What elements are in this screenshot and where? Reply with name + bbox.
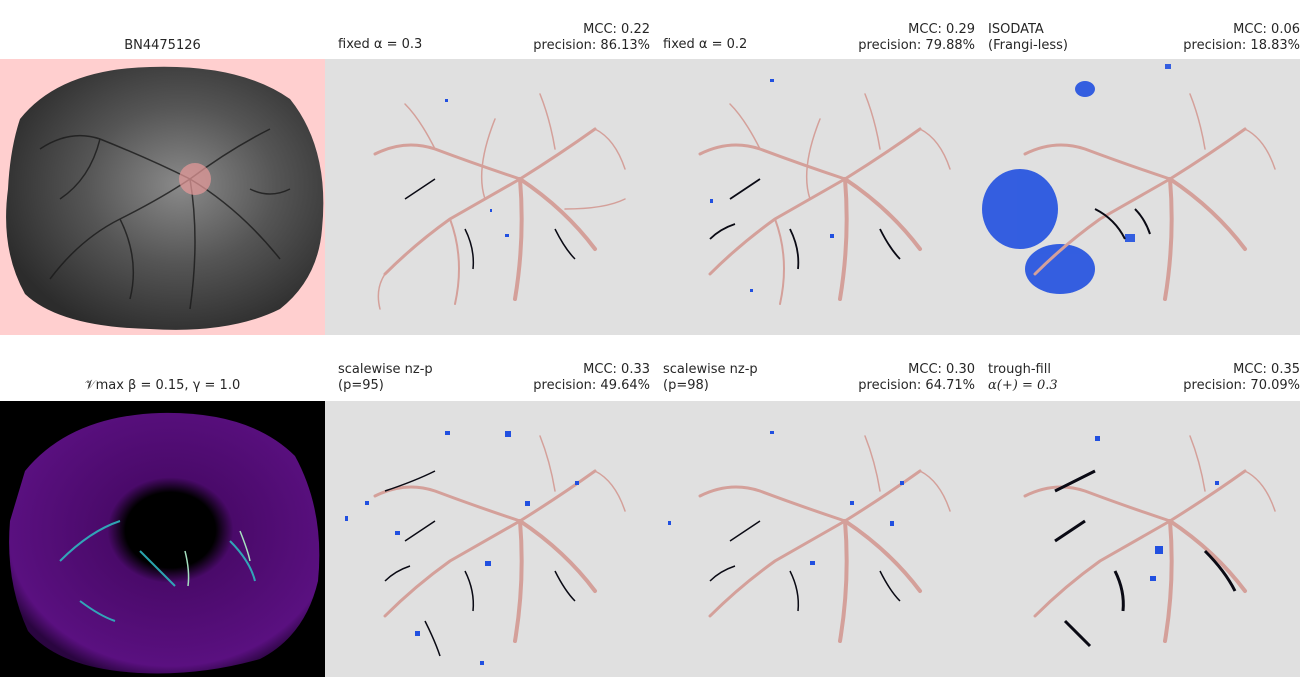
segmentation-image [975,401,1300,677]
panel-vmax: 𝒱max β = 0.15, γ = 1.0 [0,350,325,680]
segmentation-image [650,59,975,335]
panel-title: ISODATA(Frangi-less) [988,22,1068,53]
segmentation-image [325,401,650,677]
panel-title: scalewise nz-p(p=95) [338,362,433,393]
panel-title: fixed α = 0.2 [663,37,748,52]
segmentation-image [325,59,650,335]
segmentation-image [975,59,1300,335]
vesselness-image [0,401,325,677]
fundus-image [0,59,325,335]
panel-title: fixed α = 0.3 [338,37,423,52]
panel-title: scalewise nz-p(p=98) [663,362,758,393]
panel-raw-image: BN4475126 [0,0,325,336]
panel-title: BN4475126 [124,38,201,53]
segmentation-image [650,401,975,677]
panel-title: 𝒱max β = 0.15, γ = 1.0 [84,378,241,393]
